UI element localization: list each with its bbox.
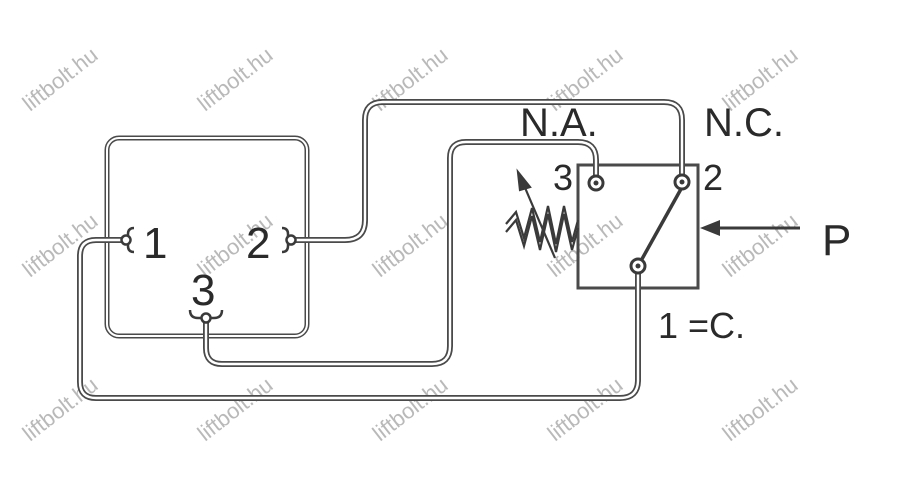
device-terminal-3-label: 3 — [191, 266, 215, 315]
watermark-text: liftbolt.hu — [193, 42, 278, 116]
watermark-text: liftbolt.hu — [18, 42, 103, 116]
switch-terminal-dots — [593, 179, 685, 269]
watermark-text: liftbolt.hu — [368, 372, 453, 446]
adjustable-spring-icon — [505, 168, 580, 259]
watermark-text: liftbolt.hu — [543, 372, 628, 446]
wires — [77, 99, 685, 401]
watermark-text: liftbolt.hu — [18, 208, 103, 282]
watermark-text: liftbolt.hu — [718, 372, 803, 446]
watermark-text: liftbolt.hu — [193, 372, 278, 446]
device-terminal-2-label: 2 — [246, 219, 270, 268]
device-terminal-2-connector — [281, 226, 297, 254]
switch-terminal-3-label: 3 — [553, 157, 573, 198]
device-terminal-1-label: 1 — [143, 219, 167, 268]
device-terminal-1-connector — [120, 226, 135, 254]
na-label: N.A. — [520, 101, 598, 145]
switch-terminals — [587, 173, 691, 275]
nc-label: N.C. — [704, 101, 784, 145]
switch-contact-arm — [640, 188, 683, 260]
device-terminal-3-connector — [188, 309, 224, 324]
common-label: 1 =C. — [658, 305, 745, 346]
pressure-arrow-icon — [700, 220, 800, 236]
pressure-label: P — [822, 216, 851, 265]
wire-2-to-nc — [290, 99, 685, 243]
switch-terminal-2-label: 2 — [703, 157, 723, 198]
watermark-text: liftbolt.hu — [718, 208, 803, 282]
watermark-text: liftbolt.hu — [368, 208, 453, 282]
watermark-text: liftbolt.hu — [18, 372, 103, 446]
